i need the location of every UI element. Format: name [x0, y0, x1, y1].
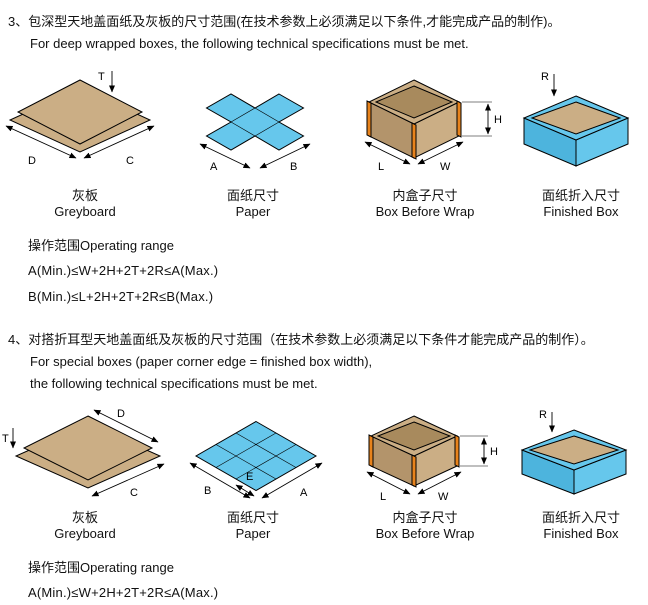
- s3-formula-b: B(Min.)≤L+2H+2T+2R≤B(Max.): [28, 289, 214, 304]
- greyboard-top-sheet: [16, 79, 144, 145]
- section-4: 4、对搭折耳型天地盖面纸及灰板的尺寸范围（在技术参数上必须满足以下条件才能完成产…: [0, 330, 648, 605]
- dim-line-A: [199, 143, 251, 169]
- s4-figure-greyboard: T D C 灰板 Greyboard: [0, 406, 170, 542]
- dim-label-T: T: [2, 433, 9, 445]
- dim-label-H: H: [494, 114, 502, 126]
- dim-label-B: B: [204, 485, 211, 497]
- greyboard-top-sheet: [22, 415, 154, 481]
- s3-paper-diagram: A B: [199, 93, 311, 173]
- paper-fold-line-2: [215, 432, 277, 468]
- dim-label-H: H: [490, 446, 498, 458]
- corner-tape-left: [368, 434, 374, 468]
- s4-greyboard-label-zh: 灰板: [71, 510, 98, 525]
- paper-blank: [194, 420, 318, 492]
- s3-box-label-en: Box Before Wrap: [375, 204, 475, 219]
- s4-box-before-wrap-diagram: H L W: [366, 415, 498, 503]
- dim-line-D: [93, 409, 159, 443]
- dim-label-R: R: [541, 71, 549, 83]
- s4-operating-range: 操作范围Operating range: [28, 560, 174, 575]
- s4-finished-label-zh: 面纸折入尺寸: [541, 510, 620, 525]
- s3-finished-label-en: Finished Box: [543, 204, 619, 219]
- dim-line-E: [235, 484, 255, 497]
- s4-formula-a: A(Min.)≤W+2H+2T+2R≤A(Max.): [28, 585, 219, 600]
- dim-label-W: W: [440, 161, 451, 173]
- s4-box-label-zh: 内盒子尺寸: [392, 510, 458, 525]
- dim-label-R: R: [539, 409, 547, 421]
- section-4-heading-zh: 4、对搭折耳型天地盖面纸及灰板的尺寸范围（在技术参数上必须满足以下条件才能完成产…: [8, 332, 594, 347]
- s4-figure-paper: B E A 面纸尺寸 Paper: [170, 406, 336, 542]
- s4-greyboard-label-en: Greyboard: [54, 526, 116, 541]
- paper-cross-blank: [205, 93, 305, 151]
- s3-figure-box-before-wrap: H L W 内盒子尺寸 Box Before Wrap: [336, 66, 514, 220]
- s4-paper-label-zh: 面纸尺寸: [226, 510, 279, 525]
- corner-tape-right: [456, 100, 462, 138]
- dim-label-L: L: [380, 491, 386, 503]
- s3-finished-box-diagram: R: [522, 71, 630, 167]
- corner-tape-right: [454, 434, 460, 468]
- s4-box-label-en: Box Before Wrap: [375, 526, 475, 541]
- finished-interior: [528, 435, 620, 465]
- dim-line-W: [417, 141, 464, 165]
- s4-figure-finished-box: R 面纸折入尺寸 Finished Box: [514, 406, 648, 542]
- finished-interior: [530, 101, 622, 135]
- dim-line-A: [261, 462, 323, 499]
- dim-label-A: A: [210, 161, 218, 173]
- s3-box-label-zh: 内盒子尺寸: [392, 188, 458, 203]
- s3-paper-label-zh: 面纸尺寸: [226, 188, 279, 203]
- dim-line-W: [417, 471, 462, 495]
- dim-label-B: B: [290, 161, 297, 173]
- section-3: 3、包深型天地盖面纸及灰板的尺寸范围(在技术参数上必须满足以下条件,才能完成产品…: [0, 12, 648, 308]
- section-3-heading-zh: 3、包深型天地盖面纸及灰板的尺寸范围(在技术参数上必须满足以下条件,才能完成产品…: [8, 14, 561, 29]
- s3-greyboard-label-zh: 灰板: [71, 188, 98, 203]
- s3-operating-range: 操作范围Operating range: [28, 238, 174, 253]
- s3-greyboard-label-en: Greyboard: [54, 204, 116, 219]
- s3-figure-finished-box: R 面纸折入尺寸 Finished Box: [514, 66, 648, 220]
- s3-figure-paper: A B 面纸尺寸 Paper: [170, 66, 336, 220]
- dim-line-L: [364, 141, 411, 165]
- dim-label-E: E: [246, 471, 253, 483]
- s3-formula-a: A(Min.)≤W+2H+2T+2R≤A(Max.): [28, 263, 219, 278]
- s3-figure-greyboard: T D C 灰板 Greyboard: [0, 66, 170, 220]
- section-4-heading-en-2: the following technical specifications m…: [30, 376, 318, 391]
- s4-figure-box-before-wrap: H L W 内盒子尺寸 Box Before Wrap: [336, 406, 514, 542]
- dim-label-T: T: [98, 71, 105, 83]
- section-4-heading-en-1: For special boxes (paper corner edge = f…: [30, 354, 373, 369]
- corner-tape-front: [411, 122, 417, 160]
- section-3-heading-en: For deep wrapped boxes, the following te…: [30, 36, 469, 51]
- s4-paper-diagram: B E A: [189, 420, 323, 499]
- section-3-figure-row: T D C 灰板 Greyboard: [0, 66, 648, 220]
- s3-finished-label-zh: 面纸折入尺寸: [541, 188, 620, 203]
- s3-paper-label-en: Paper: [235, 204, 271, 219]
- dim-label-L: L: [378, 161, 384, 173]
- dim-line-L: [366, 471, 411, 495]
- s4-finished-box-diagram: R: [520, 409, 628, 495]
- corner-tape-left: [366, 100, 372, 138]
- s4-finished-label-en: Finished Box: [543, 526, 619, 541]
- dim-label-W: W: [438, 491, 449, 503]
- dim-label-A: A: [300, 487, 308, 499]
- dim-line-C: [83, 125, 155, 159]
- box-interior: [376, 421, 452, 451]
- s4-paper-label-en: Paper: [235, 526, 271, 541]
- s3-box-before-wrap-diagram: H L W: [364, 79, 502, 173]
- dim-line-C: [91, 463, 165, 497]
- dim-label-C: C: [130, 487, 138, 499]
- dim-line-D: [5, 125, 77, 159]
- paper-fold-line-3: [235, 432, 297, 468]
- dim-label-C: C: [126, 155, 134, 167]
- section-4-figure-row: T D C 灰板 Greyboard: [0, 406, 648, 542]
- dim-label-D: D: [28, 155, 36, 167]
- corner-tape-front: [411, 454, 417, 488]
- paper-fold-lines: [230, 107, 280, 137]
- dim-line-B: [259, 143, 311, 169]
- s3-greyboard-diagram: T D C: [5, 71, 155, 167]
- box-interior: [374, 85, 454, 119]
- s4-greyboard-diagram: T D C: [2, 408, 165, 499]
- dim-label-D: D: [117, 408, 125, 420]
